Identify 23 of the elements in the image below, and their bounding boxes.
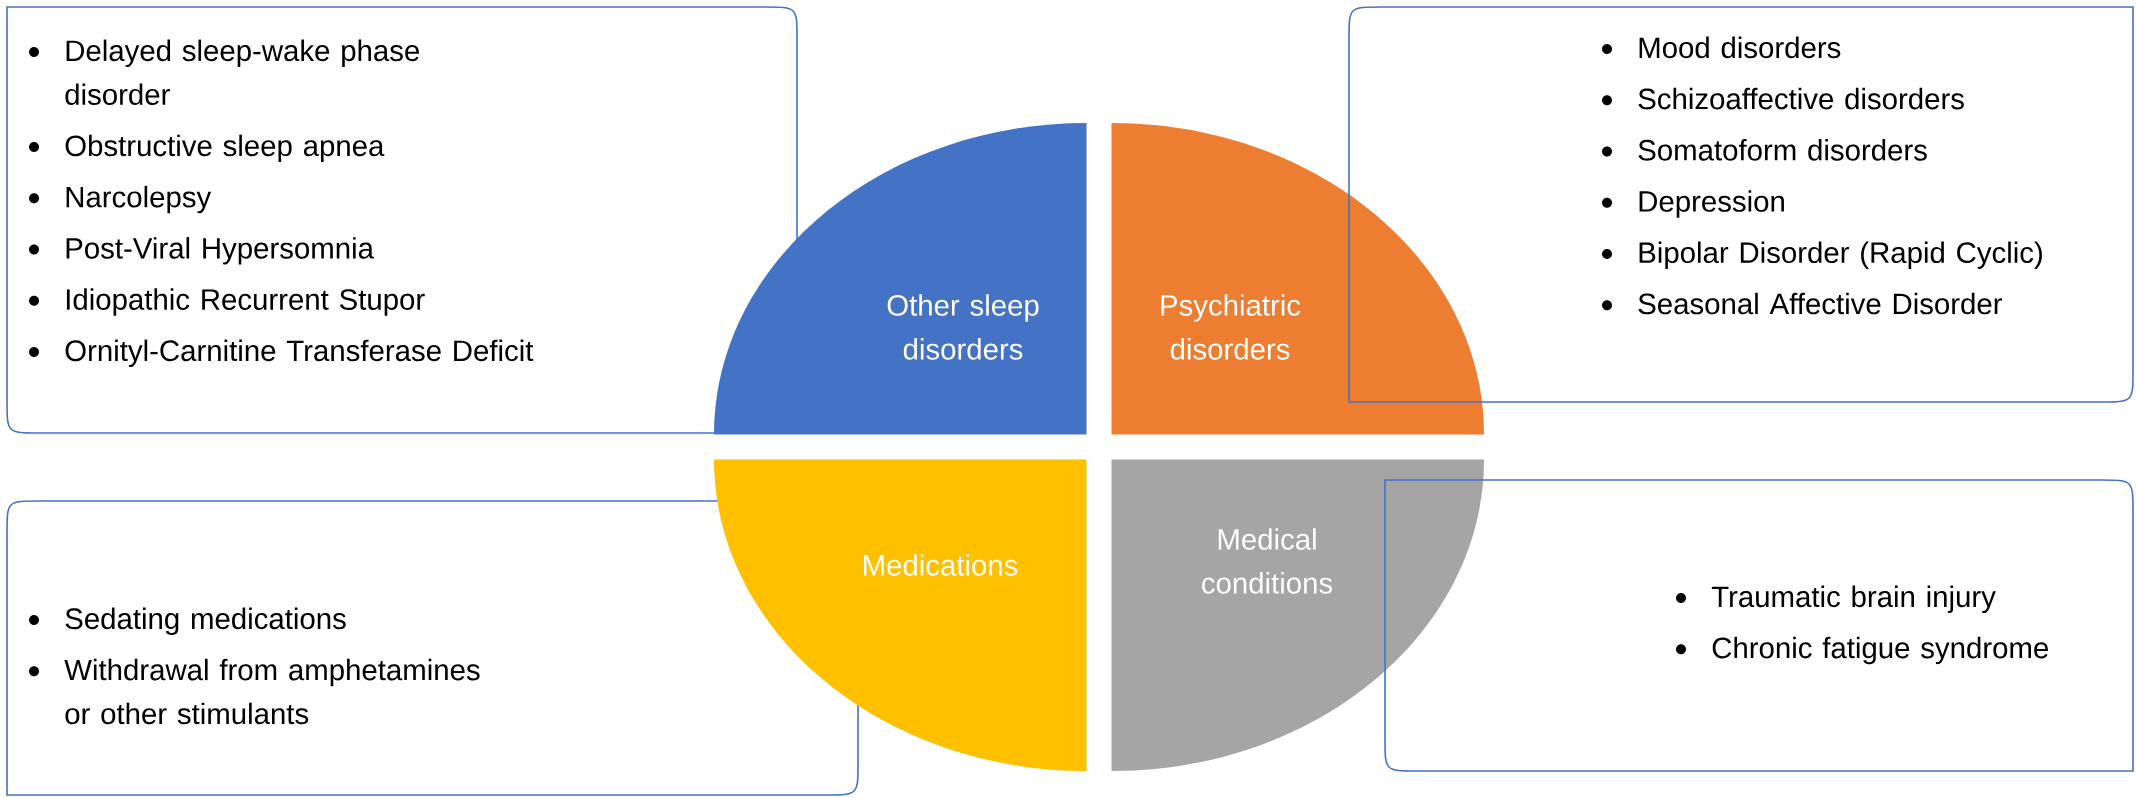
bullet-item: Obstructive sleep apnea [29,134,385,163]
bullet-item: Ornityl-Carnitine Transferase Deficit [29,339,534,367]
bullet-item: Schizoaffective disorders [1602,87,1964,110]
bullet-item: Chronic fatigue syndrome [1676,636,2048,665]
list-box [6,6,798,434]
bullet-item: Depression [1602,190,1784,218]
bullet-item: Somatoform disorders [1602,139,1927,161]
quadrant: Medical conditions [1111,459,1484,771]
list-box [1348,6,2134,403]
bullet-item: Seasonal Affective Disorder [1602,292,2003,315]
quadrant: Medications [714,459,1087,771]
bullet-item: Narcolepsy [29,185,212,214]
bullet-item: Traumatic brain injury [1676,585,1996,613]
quadrant: Other sleep disorders [714,123,1087,435]
bullet-item: Delayed sleep-wake phase disorder [29,39,419,105]
bullet-item: Mood disorders [1602,36,1841,59]
bullet-item: Sedating medications [29,607,346,635]
list-box [1384,479,2134,772]
bullet-item: Withdrawal from amphetamines or other stimulants [29,658,480,725]
quadrant: Psychiatric disorders [1111,123,1484,435]
bullet-item: Post-Viral Hypersomnia [29,237,374,265]
bullet-item: Idiopathic Recurrent Stupor [29,288,425,316]
bullet-item: Bipolar Disorder (Rapid Cyclic) [1602,241,2042,269]
